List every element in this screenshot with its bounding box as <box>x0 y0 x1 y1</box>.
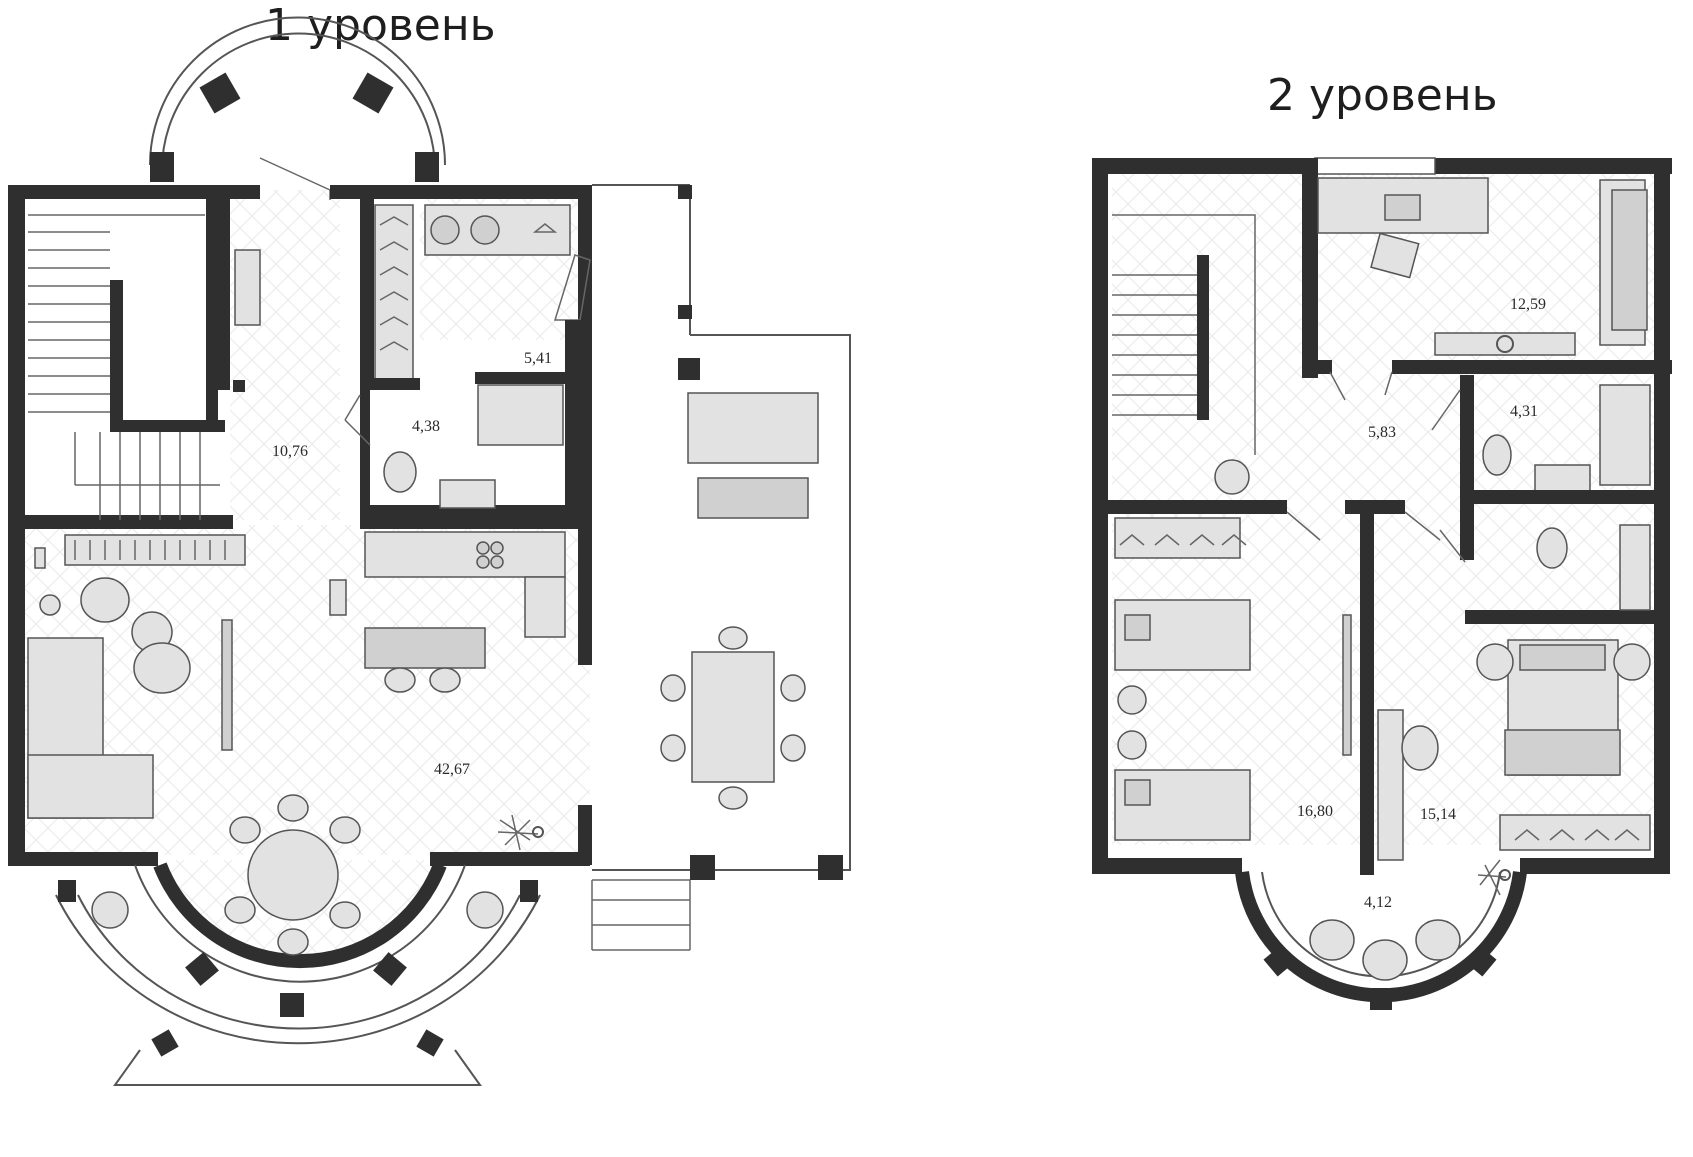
level-2-title: 2 уровень <box>1267 70 1498 121</box>
area-label-office: 12,59 <box>1510 296 1546 313</box>
staircase-1 <box>28 214 220 520</box>
area-label-hall-1: 10,76 <box>272 443 308 460</box>
area-label-bay: 4,12 <box>1364 894 1392 911</box>
level-1-plan <box>8 16 851 1086</box>
area-label-kids-bedroom: 16,80 <box>1297 803 1333 820</box>
area-label-bedroom: 15,14 <box>1420 806 1456 823</box>
area-label-hall-2: 5,83 <box>1368 424 1396 441</box>
area-label-bathroom-1: 4,38 <box>412 418 440 435</box>
area-label-wardrobe-1: 5,41 <box>524 350 552 367</box>
area-label-living-kitchen: 42,67 <box>434 761 470 778</box>
area-label-bathroom-2: 4,31 <box>1510 403 1538 420</box>
staircase-2 <box>1112 214 1256 455</box>
level-2-plan <box>1092 157 1672 1010</box>
